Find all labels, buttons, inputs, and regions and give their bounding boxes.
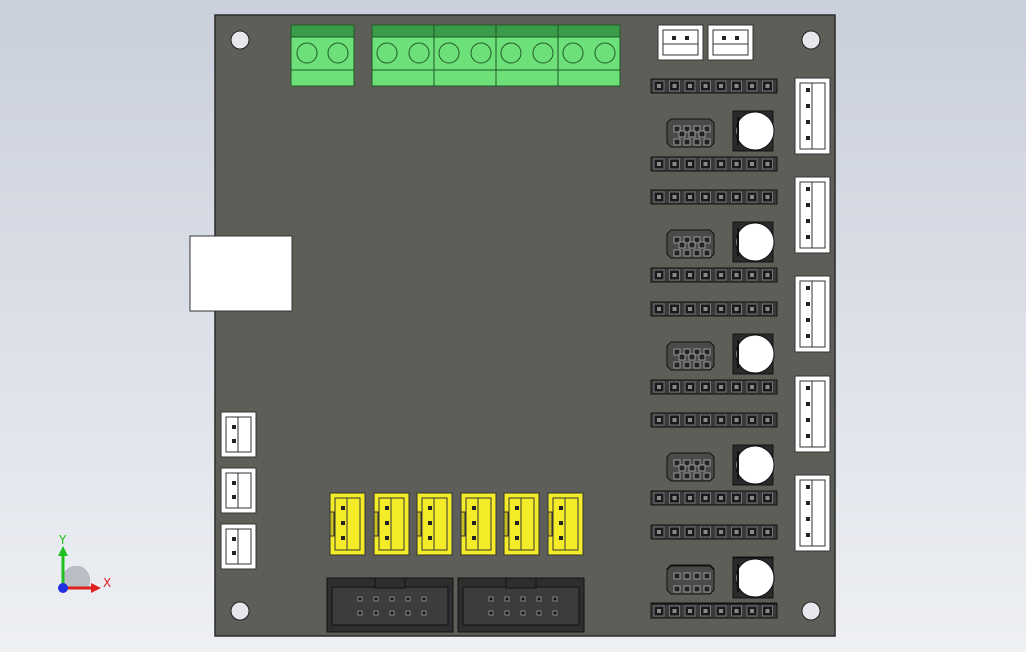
pin-header-row — [650, 412, 778, 428]
terminal-module — [433, 24, 497, 87]
jst-4pin-vertical — [794, 375, 831, 453]
jumper-block — [666, 452, 715, 482]
jst-4pin-vertical — [794, 176, 831, 254]
terminal-screw-icon — [562, 42, 584, 64]
pin-header-row — [650, 301, 778, 317]
mounting-hole-bottom-left — [230, 601, 250, 621]
pin-header-row — [650, 490, 778, 506]
jst-3pin-yellow — [547, 492, 584, 556]
idc-10pin-header — [457, 577, 585, 633]
capacitor-icon — [732, 444, 775, 486]
pin-header-row — [650, 189, 778, 205]
terminal-module — [557, 24, 621, 87]
terminal-block-large[interactable] — [371, 24, 621, 87]
driver-socket — [650, 412, 778, 506]
terminal-screw-icon — [327, 42, 349, 64]
mounting-hole-top-right — [801, 30, 821, 50]
terminal-screw-icon — [470, 42, 492, 64]
jst-3pin-yellow — [329, 492, 366, 556]
axis-y-arrow-icon — [58, 546, 68, 556]
driver-sockets[interactable] — [650, 78, 778, 619]
terminal-block-small[interactable] — [290, 24, 355, 87]
jst-2pin-vertical — [220, 411, 257, 458]
terminal-screw-icon — [594, 42, 616, 64]
jst-3pin-yellow — [460, 492, 497, 556]
pin-header-row — [650, 524, 778, 540]
pin-header-row — [650, 78, 778, 94]
terminal-module — [495, 24, 559, 87]
terminal-screw-icon — [438, 42, 460, 64]
jst-2pin-vertical — [220, 523, 257, 570]
mounting-hole-bottom-right — [801, 601, 821, 621]
jst-2pin-horizontal — [707, 24, 754, 61]
idc-10pin-header — [326, 577, 454, 633]
capacitor-icon — [732, 110, 775, 152]
pin-header-row — [650, 267, 778, 283]
terminal-screw-icon — [532, 42, 554, 64]
jumper-block — [666, 565, 715, 595]
axis-x-arrow-icon — [91, 583, 101, 593]
capacitor-icon — [732, 557, 775, 599]
mounting-hole-top-left — [230, 30, 250, 50]
terminal-module — [371, 24, 435, 87]
axis-x-label: X — [103, 576, 111, 590]
jst-2pin-vertical — [220, 467, 257, 514]
jst-4pin-vertical — [794, 77, 831, 155]
left-connectors[interactable] — [220, 411, 257, 570]
driver-socket — [650, 189, 778, 283]
driver-socket — [650, 78, 778, 172]
yellow-connectors[interactable] — [329, 492, 584, 556]
jumper-block — [666, 341, 715, 371]
pin-header-row — [650, 156, 778, 172]
jst-3pin-yellow — [373, 492, 410, 556]
axis-origin-icon — [58, 583, 68, 593]
jst-4pin-vertical — [794, 474, 831, 552]
usb-module[interactable] — [189, 235, 293, 312]
jst-2pin-horizontal — [657, 24, 704, 61]
top-connectors[interactable] — [657, 24, 754, 61]
jumper-block — [666, 118, 715, 148]
terminal-screw-icon — [500, 42, 522, 64]
driver-socket — [650, 301, 778, 395]
axis-y-label: Y — [58, 533, 67, 547]
terminal-screw-icon — [408, 42, 430, 64]
jst-3pin-yellow — [416, 492, 453, 556]
terminal-screw-icon — [376, 42, 398, 64]
terminal-screw-icon — [296, 42, 318, 64]
jst-4pin-vertical — [794, 275, 831, 353]
capacitor-icon — [732, 221, 775, 263]
pin-header-row — [650, 603, 778, 619]
jst-3pin-yellow — [503, 492, 540, 556]
capacitor-icon — [732, 333, 775, 375]
axis-triad: Y X — [58, 533, 111, 593]
right-connectors[interactable] — [794, 77, 831, 552]
idc-headers[interactable] — [326, 577, 585, 633]
pin-header-row — [650, 379, 778, 395]
driver-socket — [650, 557, 778, 619]
jumper-block — [666, 229, 715, 259]
